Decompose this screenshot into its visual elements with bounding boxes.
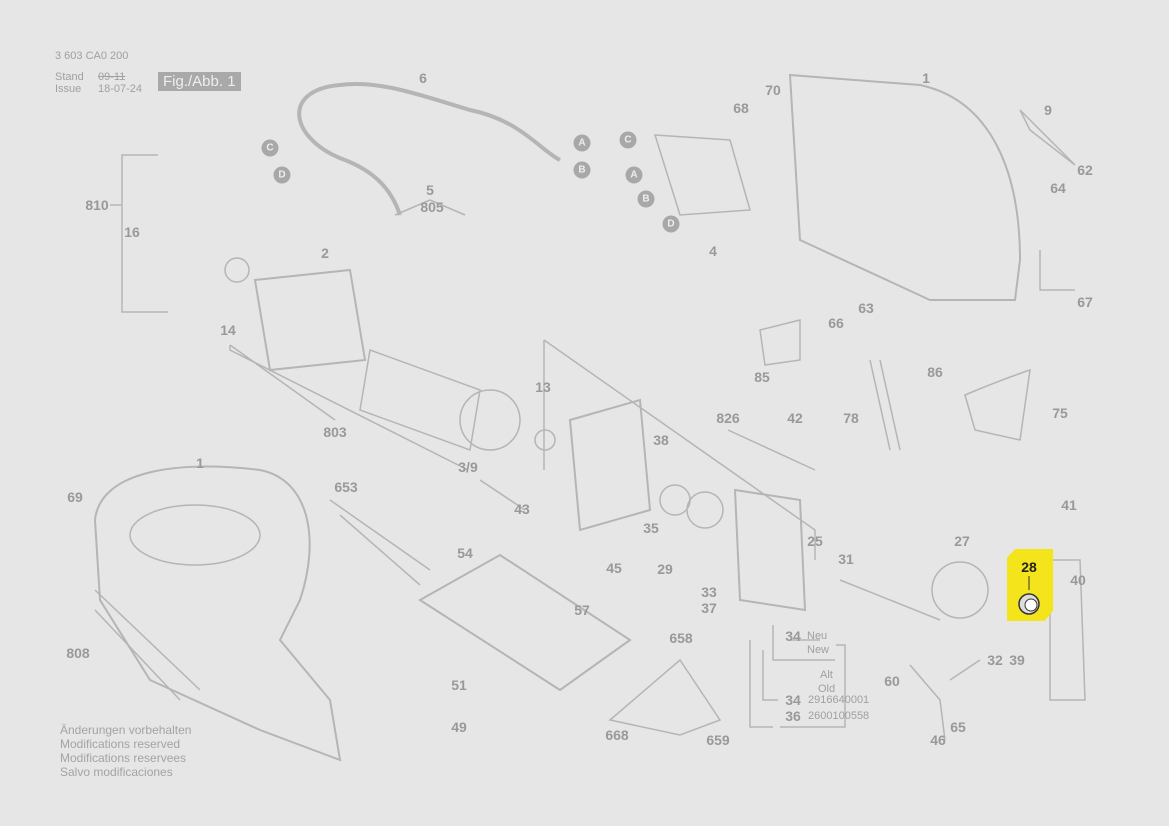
connector-marker: A (573, 134, 591, 152)
connector-marker: B (637, 190, 655, 208)
part-label[interactable]: 60 (884, 673, 900, 689)
variant-old-en: Old (818, 683, 836, 695)
note-de: Änderungen vorbehalten (60, 723, 192, 737)
stand-value: 09-11 (98, 71, 126, 83)
variant-old-34: 34 (785, 692, 801, 708)
part-label[interactable]: 805 (420, 199, 444, 215)
connector-marker: A (625, 166, 643, 184)
highlighted-part-label[interactable]: 28 (1021, 559, 1037, 575)
part-label[interactable]: 35 (643, 520, 659, 536)
part-label[interactable]: 808 (66, 645, 90, 661)
part-label[interactable]: 2 (321, 245, 329, 261)
part-label[interactable]: 3/9 (458, 459, 478, 475)
part-label[interactable]: 27 (954, 533, 970, 549)
part-label[interactable]: 64 (1050, 180, 1066, 196)
part-label[interactable]: 66 (828, 315, 844, 331)
part-label[interactable]: 1 (922, 70, 930, 86)
variant-new-number: 34 (785, 628, 801, 644)
variant-old-36-pn: 2600100558 (808, 710, 870, 722)
part-label[interactable]: 63 (858, 300, 874, 316)
part-label[interactable]: 653 (334, 479, 358, 495)
part-label[interactable]: 4 (709, 243, 717, 259)
part-label[interactable]: 69 (67, 489, 83, 505)
part-label[interactable]: 37 (701, 600, 717, 616)
part-label[interactable]: 39 (1009, 652, 1025, 668)
part-label[interactable]: 70 (765, 82, 781, 98)
issue-value: 18-07-24 (98, 83, 143, 95)
part-label[interactable]: 826 (716, 410, 740, 426)
part-label[interactable]: 16 (124, 224, 140, 240)
connector-marker: C (619, 131, 637, 149)
variant-old-34-pn: 2916640001 (808, 694, 870, 706)
part-label[interactable]: 14 (220, 322, 236, 338)
variant-old-de: Alt (820, 669, 833, 681)
part-label[interactable]: 658 (669, 630, 693, 646)
note-fr: Modifications reservees (60, 751, 187, 765)
connector-marker: D (273, 166, 291, 184)
part-label[interactable]: 42 (787, 410, 803, 426)
part-label[interactable]: 38 (653, 432, 669, 448)
part-label[interactable]: 810 (85, 197, 109, 213)
part-label[interactable]: 43 (514, 501, 530, 517)
part-label[interactable]: 68 (733, 100, 749, 116)
part-label[interactable]: 659 (706, 732, 730, 748)
part-label[interactable]: 668 (605, 727, 629, 743)
part-label[interactable]: 46 (930, 732, 946, 748)
part-label[interactable]: 75 (1052, 405, 1068, 421)
part-label[interactable]: 65 (950, 719, 966, 735)
part-label[interactable]: 32 (987, 652, 1003, 668)
figure-label: Fig./Abb. 1 (158, 72, 241, 91)
part-label[interactable]: 13 (535, 379, 551, 395)
part-label[interactable]: 6 (419, 70, 427, 86)
part-label[interactable]: 41 (1061, 497, 1077, 513)
variant-old-36: 36 (785, 708, 801, 724)
notes: Änderungen vorbehalten Modifications res… (60, 723, 191, 779)
part-label[interactable]: 25 (807, 533, 823, 549)
note-en: Modifications reserved (60, 737, 181, 751)
part-label[interactable]: 1 (196, 455, 204, 471)
part-label[interactable]: 57 (574, 602, 590, 618)
part-label[interactable]: 67 (1077, 294, 1093, 310)
variant-new-de: Neu (807, 630, 828, 642)
part-number: 3 603 CA0 200 (55, 50, 129, 62)
part-label[interactable]: 62 (1077, 162, 1093, 178)
part-label[interactable]: 5 (426, 182, 434, 198)
part-label[interactable]: 85 (754, 369, 770, 385)
part-label[interactable]: 40 (1070, 572, 1086, 588)
part-label[interactable]: 9 (1044, 102, 1052, 118)
stand-label: Stand (55, 71, 84, 83)
part-label[interactable]: 54 (457, 545, 473, 561)
part-label[interactable]: 49 (451, 719, 467, 735)
issue-label: Issue (55, 83, 82, 95)
part-label[interactable]: 31 (838, 551, 854, 567)
variant-new-en: New (807, 644, 830, 656)
connector-marker: C (261, 139, 279, 157)
connector-marker: D (662, 215, 680, 233)
part-label[interactable]: 45 (606, 560, 622, 576)
note-es: Salvo modificaciones (60, 765, 173, 779)
part-label[interactable]: 803 (323, 424, 347, 440)
part-label[interactable]: 33 (701, 584, 717, 600)
part-label[interactable]: 86 (927, 364, 943, 380)
part-label[interactable]: 78 (843, 410, 859, 426)
part-label[interactable]: 29 (657, 561, 673, 577)
connector-marker: B (573, 161, 591, 179)
part-label[interactable]: 51 (451, 677, 467, 693)
